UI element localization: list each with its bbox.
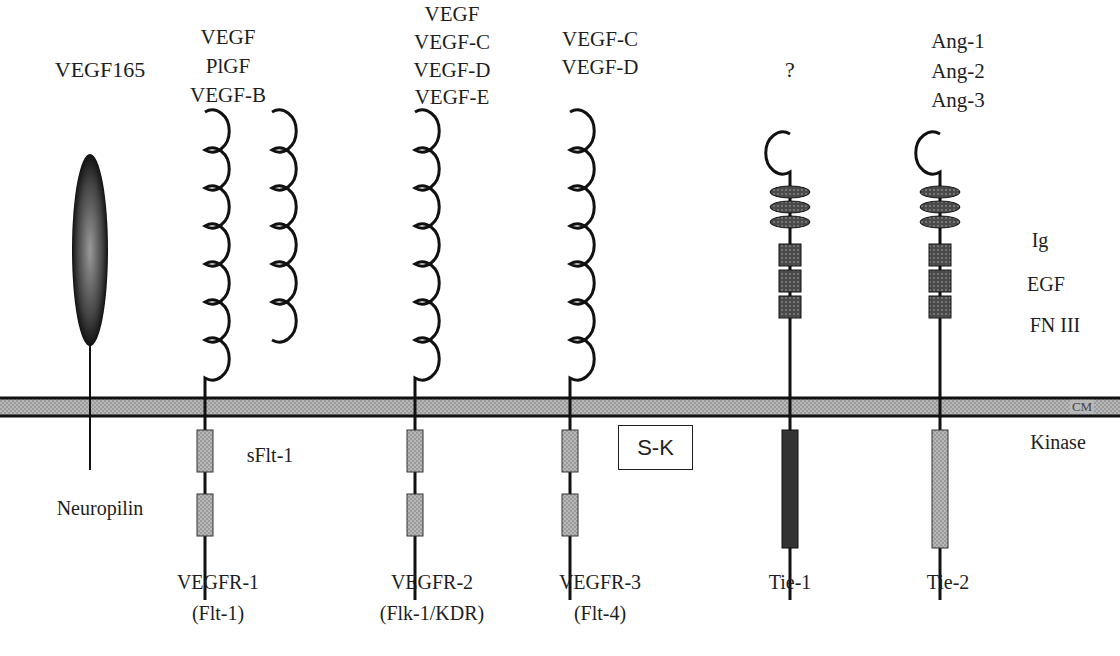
kinase-domain: [782, 430, 798, 548]
egf-domain: [920, 186, 960, 198]
receptor-name: VEGFR-3: [559, 571, 641, 593]
fn3-domain: [929, 296, 951, 318]
membrane-line: [0, 415, 1120, 418]
receptor-name: VEGFR-2: [391, 571, 473, 593]
ligand-label: ?: [785, 58, 795, 82]
receptor-alias: (Flk-1/KDR): [380, 602, 484, 624]
neuropilin-stem: [89, 340, 91, 470]
receptor-name: Tie-1: [769, 571, 812, 593]
egf-domain: [770, 186, 810, 198]
ligand-label: Ang-2: [931, 60, 985, 83]
fn3-domain: [929, 244, 951, 266]
fn3-domain: [779, 244, 801, 266]
kinase-domain: [562, 494, 578, 536]
domain-label: Ig: [1032, 229, 1049, 251]
membrane-line: [0, 397, 1120, 400]
domain-label: FN III: [1030, 314, 1081, 336]
receptor-alias: (Flt-4): [574, 602, 626, 624]
kinase-domain: [562, 430, 578, 472]
receptor-name: VEGFR-1: [177, 571, 259, 593]
membrane-band: [0, 398, 1120, 416]
ligand-label: VEGF-B: [190, 84, 266, 107]
kinase-domain: [407, 430, 423, 472]
abbreviation-box: S-K: [618, 425, 693, 470]
ligand-label: VEGF: [425, 3, 480, 26]
membrane-label: CM: [1070, 400, 1094, 414]
ligand-label: Ang-3: [931, 89, 985, 112]
domain-label: Kinase: [1030, 431, 1086, 453]
egf-domain: [770, 201, 810, 213]
kinase-domain: [197, 430, 213, 472]
domain-label: EGF: [1027, 273, 1065, 295]
kinase-domain: [932, 430, 948, 548]
box-text: S-K: [637, 435, 674, 461]
ligand-label: VEGF: [201, 26, 256, 49]
neuropilin-shape: [72, 154, 108, 346]
receptor-alias: (Flt-1): [192, 602, 244, 624]
soluble-receptor-label: sFlt-1: [247, 444, 294, 466]
egf-domain: [920, 216, 960, 228]
ligand-label: Ang-1: [931, 30, 985, 53]
ligand-label: PlGF: [206, 55, 250, 78]
receptor-name: Neuropilin: [57, 497, 144, 519]
egf-domain: [920, 201, 960, 213]
ligand-label: VEGF-E: [415, 86, 490, 109]
egf-domain: [770, 216, 810, 228]
ig-loops: [272, 110, 296, 342]
ligand-label: VEGF-C: [414, 31, 490, 54]
fn3-domain: [779, 270, 801, 292]
ligand-label: VEGF-D: [562, 56, 639, 79]
fn3-domain: [929, 270, 951, 292]
kinase-domain: [407, 494, 423, 536]
kinase-domain: [197, 494, 213, 536]
ligand-label: VEGF165: [55, 58, 145, 82]
ligand-label: VEGF-D: [414, 59, 491, 82]
ligand-label: VEGF-C: [562, 28, 638, 51]
fn3-domain: [779, 296, 801, 318]
receptor-name: Tie-2: [927, 571, 970, 593]
